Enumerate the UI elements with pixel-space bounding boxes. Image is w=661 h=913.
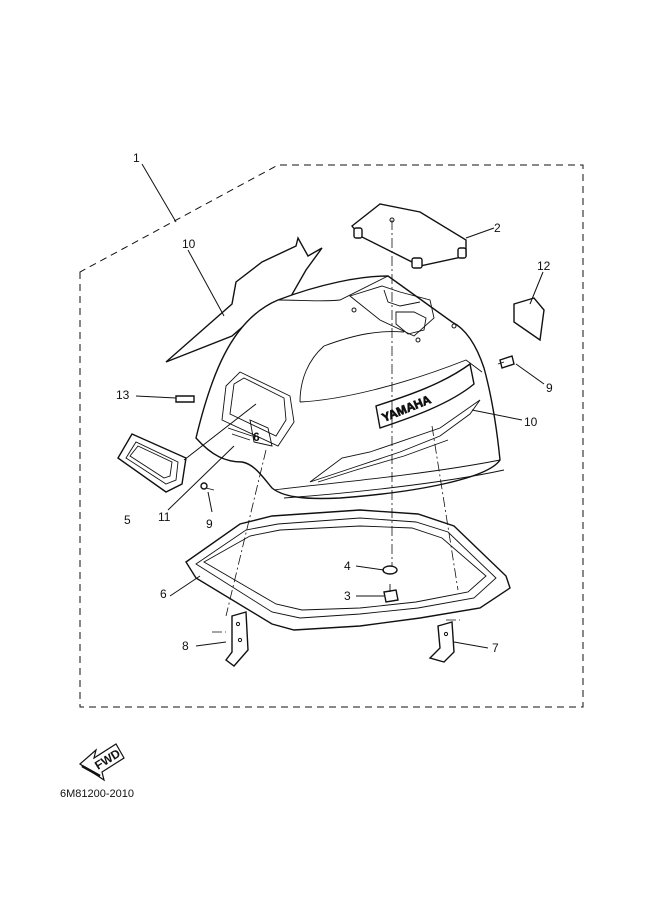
callout-4: 4 [344,559,351,573]
fwd-arrow-icon: FWD [79,743,125,782]
bracket-left-part [225,611,249,667]
callout-11: 11 [158,510,171,524]
callout-6: 6 [160,587,167,601]
callout-labels: 1 2 3 4 5 6 7 8 9 9 10 10 11 12 13 [116,151,553,655]
centre-lines [212,220,460,633]
seal-part [185,509,511,631]
assembly-boundary [79,164,584,708]
top-cap-part [351,203,467,269]
callout-1: 1 [133,151,140,165]
callout-13: 13 [116,388,130,402]
callout-5: 5 [124,513,131,527]
callout-10-right: 10 [524,415,538,429]
callout-9-right: 9 [546,381,553,395]
callout-10-left: 10 [182,237,196,251]
leader-lines [135,163,545,649]
callout-2: 2 [494,221,501,235]
tab-part [175,395,195,403]
bolt-part [383,584,399,603]
top-cowling-part: 6 [195,275,505,500]
callout-9-left: 9 [206,517,213,531]
callout-8: 8 [182,639,189,653]
callout-7: 7 [492,641,499,655]
callout-3: 3 [344,589,351,603]
model-digit: 6 [253,430,260,444]
diagram-code: 6M81200-2010 [60,788,134,800]
bracket-right-part [428,621,455,663]
callout-12: 12 [537,259,551,273]
grommet-part [117,433,187,493]
grommet-small-part [382,565,398,575]
screw-right-part [497,355,515,369]
screw-left-part [200,482,215,491]
cap-plate-part [513,297,545,342]
